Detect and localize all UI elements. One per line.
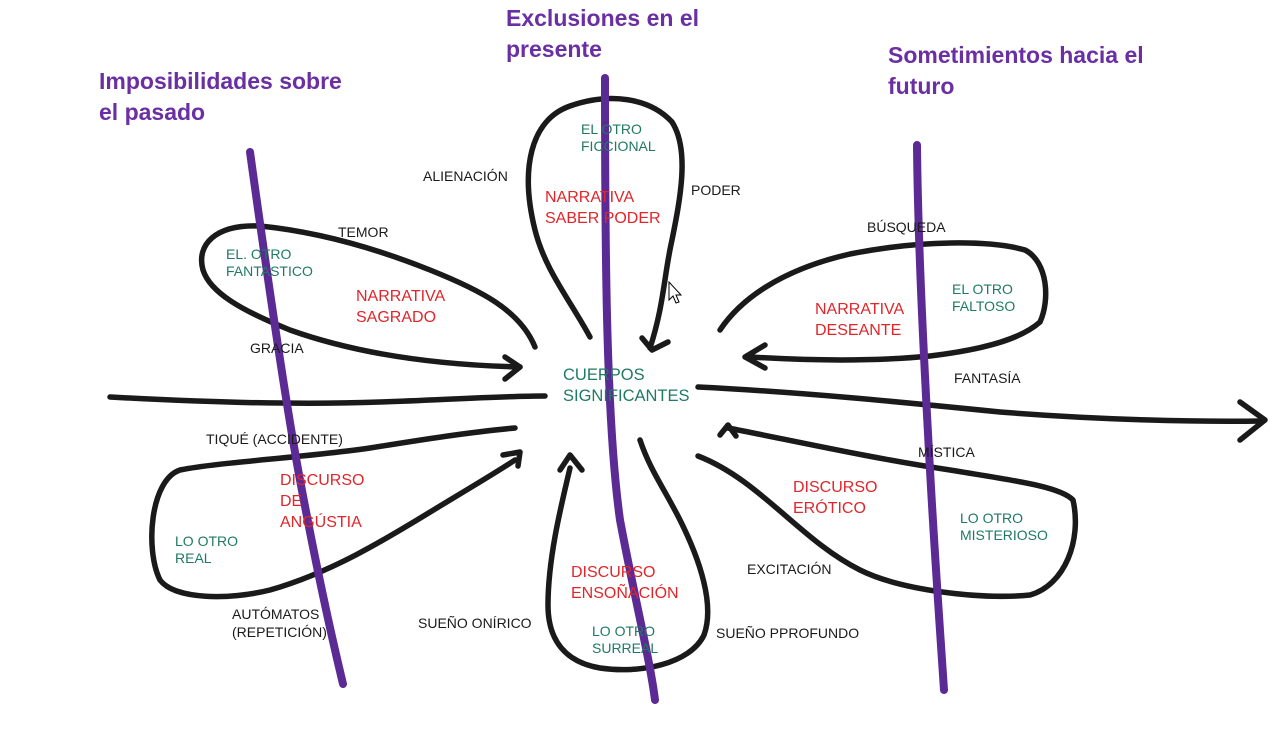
- lower-right-petal-bottom-label: EXCITACIÓN: [747, 561, 832, 577]
- lower-right-petal-narrative-line1: DISCURSO: [793, 479, 878, 496]
- center-label: CUERPOS SIGNIFICANTES: [563, 365, 690, 408]
- top-petal-other-line1: EL OTRO: [581, 121, 642, 137]
- upper-right-petal-narrative-line2: DESEANTE: [815, 321, 902, 339]
- top-petal-narrative-line2: SABER PODER: [545, 209, 661, 227]
- lower-left-petal-bottom-label-line1: AUTÓMATOS: [232, 606, 320, 622]
- bottom-petal-right-label: SUEÑO PPROFUNDO: [716, 625, 860, 641]
- top-petal-narrative-line1: NARRATIVA: [545, 189, 635, 206]
- lower-right-petal-other: LO OTRO MISTERIOSO: [960, 510, 1048, 544]
- top-petal-right-label: PODER: [691, 182, 741, 198]
- title-past-line1: Imposibilidades sobre: [99, 68, 342, 94]
- title-past: Imposibilidades sobre el pasado: [99, 66, 342, 128]
- bottom-petal-left-label: SUEÑO ONÍRICO: [418, 615, 532, 631]
- upper-left-petal-top-label: TEMOR: [338, 224, 389, 240]
- upper-right-petal-arrowhead: [742, 342, 768, 371]
- lower-left-petal-arrowhead: [500, 449, 523, 469]
- lower-left-petal-other: LO OTRO REAL: [175, 533, 238, 567]
- timeline-past: [246, 148, 347, 688]
- horizontal-axis-left: [107, 393, 548, 406]
- title-present-line2: presente: [506, 36, 602, 63]
- upper-left-petal-outline: [198, 223, 538, 370]
- lower-left-petal-narrative-line2: DE: [280, 492, 303, 510]
- top-petal-other-line2: FICCIONAL: [581, 137, 656, 154]
- lower-right-petal-other-line2: MISTERIOSO: [960, 526, 1048, 543]
- center-label-line1: CUERPOS: [563, 366, 645, 384]
- bottom-petal-other-line2: SURREAL: [592, 639, 659, 656]
- title-present-line1: Exclusiones en el: [506, 5, 700, 31]
- axis-arrowhead: [1237, 399, 1268, 443]
- bottom-petal-outline: [545, 437, 711, 673]
- timeline-present: [601, 74, 659, 704]
- lower-left-petal-narrative-line3: ANGÚSTIA: [280, 513, 362, 531]
- upper-left-petal-narrative-line2: SAGRADO: [356, 308, 437, 326]
- upper-left-petal-other: EL. OTRO FANTASTICO: [226, 246, 313, 280]
- upper-right-petal-other: EL OTRO FALTOSO: [952, 281, 1015, 315]
- upper-right-petal-narrative-line1: NARRATIVA: [815, 301, 905, 318]
- lower-right-petal-outline: [695, 425, 1079, 599]
- title-past-line2: el pasado: [99, 99, 206, 126]
- top-petal-arrowhead: [639, 335, 671, 353]
- lower-right-petal-top-label: MÍSTICA: [918, 444, 975, 460]
- title-future: Sometimientos hacia el futuro: [888, 40, 1144, 102]
- lower-left-petal-outline: [149, 425, 518, 600]
- bottom-petal-other: LO OTRO SURREAL: [592, 623, 658, 657]
- lower-right-petal-arrowhead: [717, 422, 739, 439]
- upper-left-petal-bottom-label: GRACIA: [250, 340, 304, 356]
- top-petal-other: EL OTRO FICCIONAL: [581, 121, 656, 155]
- timeline-future: [913, 141, 948, 694]
- cursor-icon: [668, 280, 683, 304]
- top-petal-outline: [525, 95, 685, 351]
- lower-left-petal-bottom-label: AUTÓMATOS (REPETICIÓN): [232, 606, 327, 641]
- upper-right-petal-other-line2: FALTOSO: [952, 297, 1016, 314]
- lower-left-petal-narrative-line1: DISCURSO: [280, 472, 365, 489]
- upper-left-petal-narrative-line1: NARRATIVA: [356, 288, 446, 305]
- lower-left-petal-bottom-label-line2: (REPETICIÓN): [232, 623, 327, 640]
- top-petal-narrative: NARRATIVA SABER PODER: [545, 188, 661, 230]
- upper-right-petal-outline: [717, 240, 1049, 363]
- upper-right-petal-top-label: BÚSQUEDA: [867, 219, 946, 235]
- top-petal-left-label: ALIENACIÓN: [423, 168, 508, 184]
- upper-right-petal-bottom-label: FANTASÍA: [954, 370, 1021, 386]
- upper-left-petal-arrowhead: [502, 354, 523, 382]
- upper-right-petal-other-line1: EL OTRO: [952, 281, 1013, 297]
- lower-left-petal-other-line1: LO OTRO: [175, 533, 239, 549]
- lower-left-petal-top-label: TIQUÉ (ACCIDENTE): [206, 431, 343, 447]
- bottom-petal-arrowhead: [557, 452, 585, 473]
- bottom-petal-narrative: DISCURSO ENSOÑACIÓN: [571, 563, 679, 605]
- upper-left-petal-other-line1: EL. OTRO: [226, 246, 292, 262]
- lower-right-petal-other-line1: LO OTRO: [960, 510, 1024, 526]
- center-label-line2: SIGNIFICANTES: [563, 387, 690, 406]
- title-present: Exclusiones en el presente: [506, 3, 699, 65]
- bottom-petal-other-line1: LO OTRO: [592, 623, 656, 639]
- lower-left-petal-narrative: DISCURSO DE ANGÚSTIA: [280, 471, 364, 533]
- upper-left-petal-other-line2: FANTASTICO: [226, 262, 313, 279]
- upper-left-petal-narrative: NARRATIVA SAGRADO: [356, 287, 445, 329]
- bottom-petal-narrative-line2: ENSOÑACIÓN: [571, 584, 679, 602]
- upper-right-petal-narrative: NARRATIVA DESEANTE: [815, 300, 904, 342]
- title-future-line2: futuro: [888, 73, 955, 100]
- title-future-line1: Sometimientos hacia el: [888, 42, 1144, 68]
- lower-left-petal-other-line2: REAL: [175, 549, 212, 566]
- lower-right-petal-narrative-line2: ERÓTICO: [793, 499, 866, 517]
- horizontal-axis-right: [695, 384, 1265, 424]
- lower-right-petal-narrative: DISCURSO ERÓTICO: [793, 478, 877, 520]
- bottom-petal-narrative-line1: DISCURSO: [571, 564, 656, 581]
